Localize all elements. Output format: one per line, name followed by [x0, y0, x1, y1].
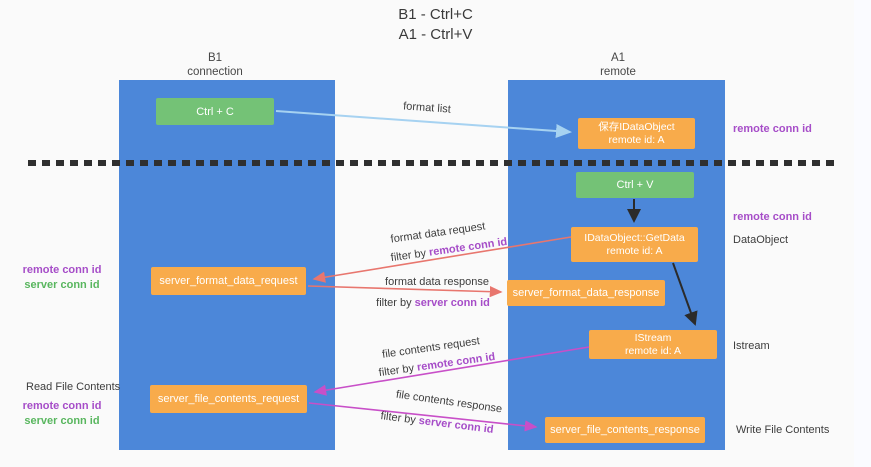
remote-conn-id-text: remote conn id: [428, 235, 508, 259]
remote-conn-id-annotation: remote conn id: [22, 264, 102, 276]
save-idataobject-box: 保存IDataObject remote id: A: [578, 118, 695, 149]
read-file-contents-annotation: Read File Contents: [26, 381, 121, 393]
dashed-separator: [28, 160, 835, 166]
server-format-data-request-box: server_format_data_request: [151, 267, 306, 295]
ctrl-v-label: Ctrl + V: [616, 179, 654, 191]
server-format-data-response-box: server_format_data_response: [507, 280, 665, 306]
title-line-2: A1 - Ctrl+V: [398, 26, 473, 43]
ctrl-c-label: Ctrl + C: [196, 105, 234, 118]
remote-conn-id-annotation: remote conn id: [22, 400, 102, 412]
filter-by-prefix: filter by: [390, 246, 430, 265]
server-conn-id-text: server conn id: [418, 414, 495, 436]
server-format-data-request-label: server_format_data_request: [159, 275, 298, 287]
dataobject-annotation: DataObject: [733, 234, 789, 246]
write-file-contents-annotation: Write File Contents: [736, 424, 830, 436]
server-format-data-response-label: server_format_data_response: [512, 287, 660, 299]
ctrl-c-box: Ctrl + C: [156, 98, 274, 125]
istream-line1: IStream: [634, 331, 672, 344]
getdata-line2: remote id: A: [606, 244, 663, 257]
remote-conn-id-annotation-top: remote conn id: [733, 123, 812, 135]
filter-by-prefix: filter by: [379, 410, 420, 427]
left-conn-id-block-1: remote conn id server conn id: [16, 263, 108, 293]
server-file-contents-response-box: server_file_contents_response: [545, 417, 705, 443]
right-column-role: remote: [600, 66, 636, 78]
left-column-header: B1 connection: [145, 51, 285, 79]
save-idataobject-line2: remote id: A: [608, 133, 665, 146]
server-file-contents-request-label: server_file_contents_request: [157, 393, 300, 405]
right-column-name: A1: [610, 52, 626, 64]
istream-annotation: Istream: [733, 340, 770, 352]
server-conn-id-annotation: server conn id: [24, 279, 100, 291]
filter-by-prefix: filter by: [376, 297, 415, 309]
ctrl-v-box: Ctrl + V: [576, 172, 694, 198]
getdata-line1: IDataObject::GetData: [584, 231, 685, 244]
filter-by-prefix: filter by: [378, 361, 418, 380]
server-conn-id-text: server conn id: [414, 297, 490, 309]
save-idataobject-line1: 保存IDataObject: [598, 120, 675, 133]
title-line-1: B1 - Ctrl+C: [398, 6, 473, 23]
remote-conn-id-annotation-mid: remote conn id: [733, 211, 812, 223]
server-conn-id-annotation: server conn id: [24, 415, 100, 427]
istream-line2: remote id: A: [624, 344, 682, 357]
idataobject-getdata-box: IDataObject::GetData remote id: A: [571, 227, 698, 262]
format-data-response-label: format data response: [385, 276, 489, 288]
format-list-label: format list: [402, 100, 452, 116]
left-column-name: B1: [207, 52, 223, 64]
file-contents-response-label: file contents response: [395, 388, 503, 416]
server-file-contents-response-label: server_file_contents_response: [550, 424, 700, 436]
filter-by-server-conn-id-label-2: filter by server conn id: [380, 410, 494, 436]
right-edge-gutter: [854, 0, 871, 467]
left-column-role: connection: [187, 66, 243, 78]
right-column-header: A1 remote: [548, 51, 688, 79]
server-file-contents-request-box: server_file_contents_request: [150, 385, 307, 413]
diagram-title: B1 - Ctrl+C A1 - Ctrl+V: [0, 5, 871, 45]
filter-by-server-conn-id-label-1: filter by server conn id: [376, 297, 490, 309]
left-conn-id-block-2: remote conn id server conn id: [16, 399, 108, 429]
istream-box: IStream remote id: A: [589, 330, 717, 359]
